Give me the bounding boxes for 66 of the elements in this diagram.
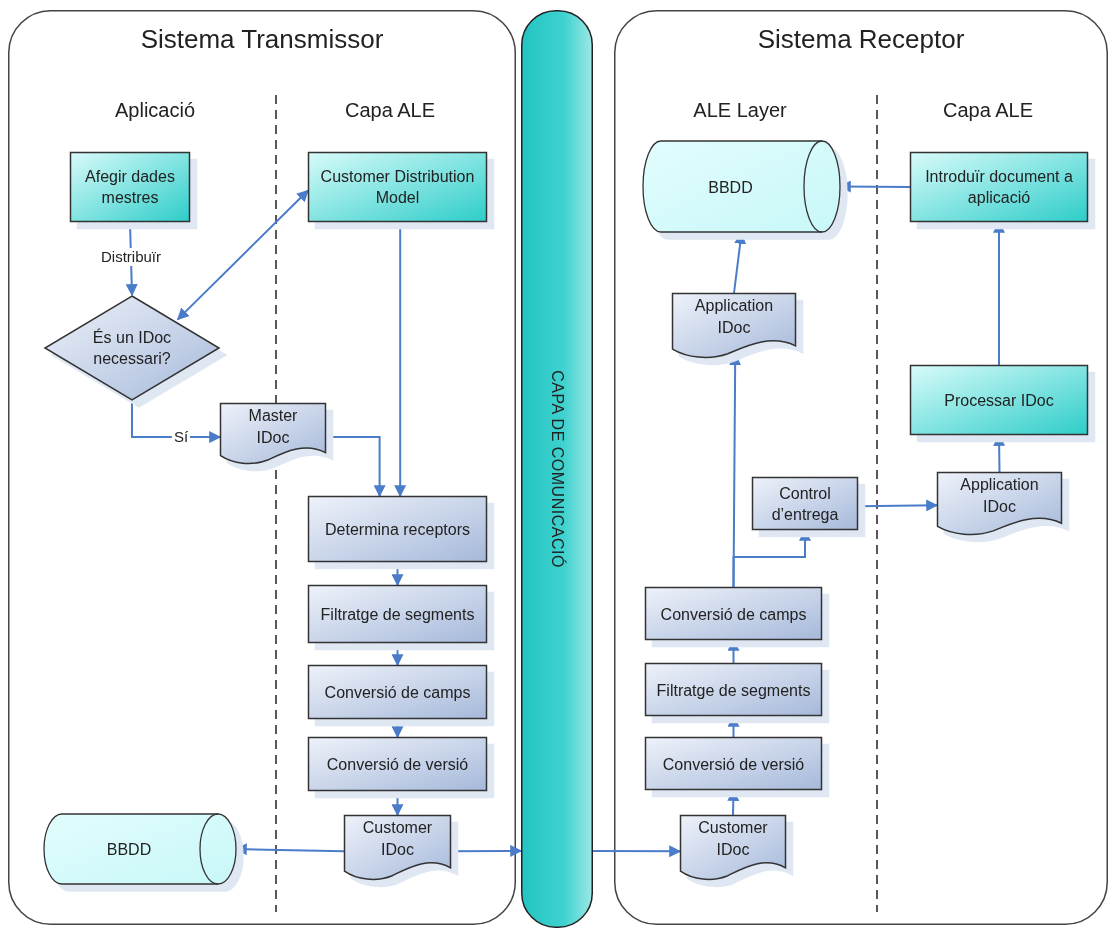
shape-label: Conversió de camps	[323, 682, 472, 703]
shape-label: Master IDoc	[247, 406, 299, 448]
database-cylinder	[643, 140, 840, 233]
process-box	[308, 737, 487, 791]
process-box	[308, 585, 487, 643]
arrow	[394, 221, 407, 498]
arrow	[391, 561, 404, 587]
arrow	[732, 528, 811, 588]
shape-label: BBDD	[105, 839, 153, 860]
shape-label: Customer IDoc	[697, 818, 769, 860]
shape-label: És un IDoc necessari?	[91, 327, 173, 369]
arrow	[993, 220, 1005, 366]
shape-label: Conversió de versió	[325, 754, 470, 775]
process-box	[910, 152, 1088, 222]
swimlane-pool	[614, 10, 1108, 925]
pool-title: Sistema Transmissor	[139, 24, 385, 54]
process-box	[70, 152, 190, 222]
arrow	[727, 788, 740, 816]
arrow	[391, 790, 404, 817]
shape-label: Filtratge de segments	[319, 604, 476, 625]
arrow	[838, 180, 911, 193]
database-cylinder	[44, 813, 236, 885]
band-label: CAPA DE COMUNICACIÓ	[548, 370, 566, 568]
arrow	[727, 638, 740, 664]
process-box	[308, 496, 487, 562]
lane-heading: Capa ALE	[344, 98, 436, 122]
arrow	[857, 499, 939, 512]
arrow	[592, 845, 682, 858]
lane-heading: Capa ALE	[942, 98, 1034, 122]
process-box	[308, 665, 487, 719]
shape-label: Control d’entrega	[770, 483, 840, 525]
communication-layer-band	[521, 10, 593, 928]
shape-label: Conversió de camps	[659, 604, 808, 624]
arrow	[325, 436, 386, 498]
arrow	[131, 400, 222, 444]
shape-label: Filtratge de segments	[655, 680, 812, 700]
decision-diamond	[44, 295, 220, 401]
shape-label: Afegir dades mestres	[84, 167, 176, 208]
shape-label: Processar IDoc	[943, 390, 1055, 411]
shape-label: Application IDoc	[693, 296, 775, 338]
swimlane-pool	[8, 10, 516, 925]
arrow	[450, 844, 523, 857]
shape-label: Customer IDoc	[361, 818, 434, 860]
lane-heading: ALE Layer	[693, 98, 787, 122]
shape-label: Conversió de versió	[661, 754, 806, 774]
arrow	[234, 843, 345, 856]
arrow	[176, 189, 309, 321]
process-box	[645, 663, 822, 716]
arrow	[733, 231, 747, 294]
shape-label: Introduïr document a aplicació	[924, 167, 1074, 208]
lane-heading: Aplicació	[115, 98, 195, 122]
process-box	[752, 477, 858, 530]
shape-label: BBDD	[707, 177, 754, 197]
pool-title: Sistema Receptor	[756, 24, 966, 54]
process-box	[645, 587, 822, 640]
process-box	[308, 152, 487, 222]
arrow	[727, 714, 740, 738]
arrow	[729, 353, 742, 588]
shape-label: Determina receptors	[324, 519, 471, 540]
process-box	[910, 365, 1088, 435]
arrow	[391, 642, 404, 667]
arrow	[993, 433, 1006, 473]
shape-label: Customer Distribution Model	[319, 167, 476, 208]
shape-label: Application IDoc	[959, 475, 1040, 517]
arrow	[391, 718, 404, 739]
process-box	[645, 737, 822, 790]
